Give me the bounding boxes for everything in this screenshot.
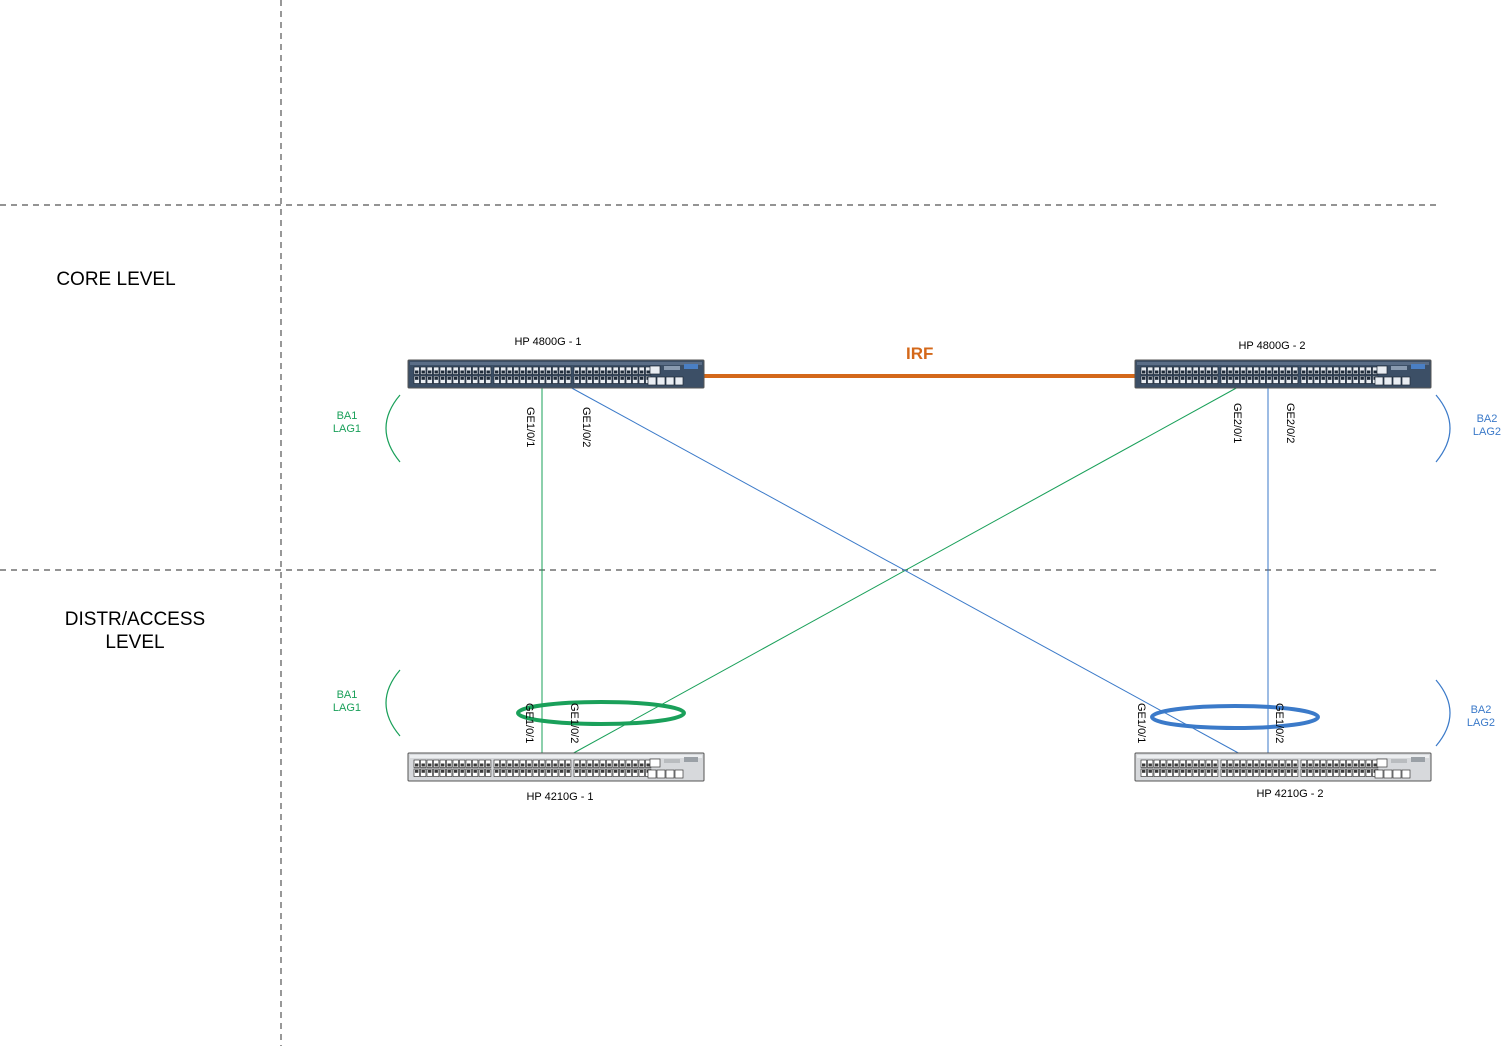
port-core2-ge2-0-2: GE2/0/2 xyxy=(1284,403,1296,444)
lag-label-right-top: BA2 LAG2 xyxy=(1462,413,1506,439)
port-access1-ge1-0-1: GE1/0/1 xyxy=(523,703,535,744)
core-switch-2 xyxy=(1134,359,1432,389)
core-switch-1-label: HP 4800G - 1 xyxy=(514,336,582,348)
bracket-right-top xyxy=(1435,394,1451,463)
link-core1-access2 xyxy=(567,385,1243,756)
lag-label-left-bottom: BA1 LAG1 xyxy=(322,689,372,715)
lag-ring-access2 xyxy=(1150,704,1320,730)
bracket-left-top xyxy=(385,394,401,463)
access-switch-1-label: HP 4210G - 1 xyxy=(526,791,594,803)
irf-label: IRF xyxy=(906,344,934,363)
core-level-label: CORE LEVEL xyxy=(56,269,176,290)
lag-right-top-ba: BA2 xyxy=(1476,413,1498,425)
access-switch-2-label: HP 4210G - 2 xyxy=(1256,788,1324,800)
lag-left-top-ba: BA1 xyxy=(336,410,358,422)
distr-level-line1: DISTR/ACCESS xyxy=(64,609,206,630)
lag-left-top-lag: LAG1 xyxy=(332,423,362,435)
lag-label-right-bottom: BA2 LAG2 xyxy=(1456,704,1506,730)
port-core2-ge2-0-1: GE2/0/1 xyxy=(1231,403,1243,444)
port-access2-ge1-0-2: GE1/0/2 xyxy=(1273,703,1285,744)
port-access2-ge1-0-1: GE1/0/1 xyxy=(1135,703,1147,744)
port-core1-ge1-0-2: GE1/0/2 xyxy=(580,407,592,448)
lag-right-top-lag: LAG2 xyxy=(1472,426,1502,438)
bracket-left-bottom xyxy=(385,669,401,737)
core-switch-1 xyxy=(407,359,705,389)
lag-label-left-top: BA1 LAG1 xyxy=(322,410,372,436)
lag-right-bottom-ba: BA2 xyxy=(1470,704,1492,716)
distr-access-level-label: DISTR/ACCESS LEVEL xyxy=(40,608,230,654)
lag-left-bottom-lag: LAG1 xyxy=(332,702,362,714)
distr-level-line2: LEVEL xyxy=(105,632,165,653)
access-switch-1 xyxy=(407,752,705,782)
core-switch-2-label: HP 4800G - 2 xyxy=(1238,340,1306,352)
lag-left-bottom-ba: BA1 xyxy=(336,689,358,701)
lag-ring-access1 xyxy=(516,700,686,726)
access-switch-2 xyxy=(1134,752,1432,782)
bracket-right-bottom xyxy=(1435,679,1451,747)
port-access1-ge1-0-2: GE1/0/2 xyxy=(568,703,580,744)
port-core1-ge1-0-1: GE1/0/1 xyxy=(524,407,536,448)
lag-right-bottom-lag: LAG2 xyxy=(1466,717,1496,729)
